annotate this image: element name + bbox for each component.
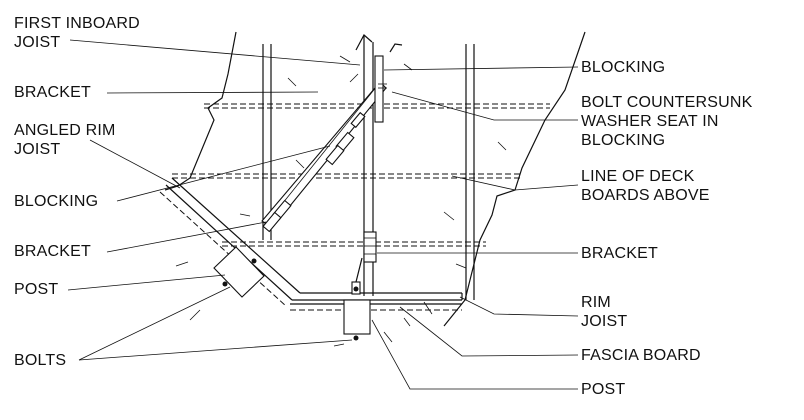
joist-left bbox=[262, 44, 272, 240]
post-bottom bbox=[343, 281, 371, 341]
label-angled-rim-joist-line2: JOIST bbox=[14, 141, 61, 158]
label-bolt-countersunk-line2: WASHER SEAT IN bbox=[581, 113, 719, 130]
break-line-right bbox=[443, 31, 586, 327]
leader-lines bbox=[67, 39, 579, 390]
rim-joist bbox=[292, 292, 463, 301]
joist-bracket bbox=[355, 231, 377, 283]
label-bolt-countersunk: BOLT COUNTERSUNK WASHER SEAT IN BLOCKING bbox=[581, 93, 753, 150]
label-blocking-right: BLOCKING bbox=[581, 59, 666, 76]
label-bolts: BOLTS bbox=[14, 352, 67, 369]
label-rim-joist: RIM JOIST bbox=[581, 293, 627, 331]
deck-board-lines bbox=[172, 103, 550, 311]
label-post-left: POST bbox=[14, 281, 59, 298]
label-fascia-board: FASCIA BOARD bbox=[581, 347, 701, 364]
texture-ticks bbox=[175, 55, 507, 347]
label-blocking-left: BLOCKING bbox=[14, 193, 99, 210]
angled-rim-joist bbox=[159, 177, 301, 307]
blocking-brackets bbox=[262, 111, 366, 233]
label-angled-rim-joist: ANGLED RIM JOIST bbox=[14, 121, 116, 159]
post-left bbox=[213, 246, 265, 298]
label-bracket-left: BRACKET bbox=[14, 243, 91, 260]
label-first-inboard-joist-line2: JOIST bbox=[14, 34, 61, 51]
label-bolt-countersunk-line3: BLOCKING bbox=[581, 132, 666, 149]
label-post-bottom: POST bbox=[581, 381, 626, 398]
label-line-of-deck: LINE OF DECK BOARDS ABOVE bbox=[581, 167, 710, 205]
break-line-left bbox=[164, 31, 237, 191]
label-line-of-deck-line2: BOARDS ABOVE bbox=[581, 187, 710, 204]
label-bracket-right: BRACKET bbox=[581, 245, 658, 262]
label-bolt-countersunk-line1: BOLT COUNTERSUNK bbox=[581, 94, 753, 111]
label-first-inboard-joist-line1: FIRST INBOARD bbox=[14, 15, 140, 32]
label-line-of-deck-line1: LINE OF DECK bbox=[581, 168, 695, 185]
label-bracket-top: BRACKET bbox=[14, 84, 91, 101]
label-rim-joist-line2: JOIST bbox=[581, 313, 628, 330]
joist-right bbox=[465, 44, 475, 300]
label-first-inboard-joist: FIRST INBOARD JOIST bbox=[14, 14, 140, 52]
blocking-vertical bbox=[374, 55, 387, 123]
label-rim-joist-line1: RIM bbox=[581, 294, 611, 311]
label-angled-rim-joist-line1: ANGLED RIM bbox=[14, 122, 116, 139]
break-line-top bbox=[355, 34, 403, 53]
